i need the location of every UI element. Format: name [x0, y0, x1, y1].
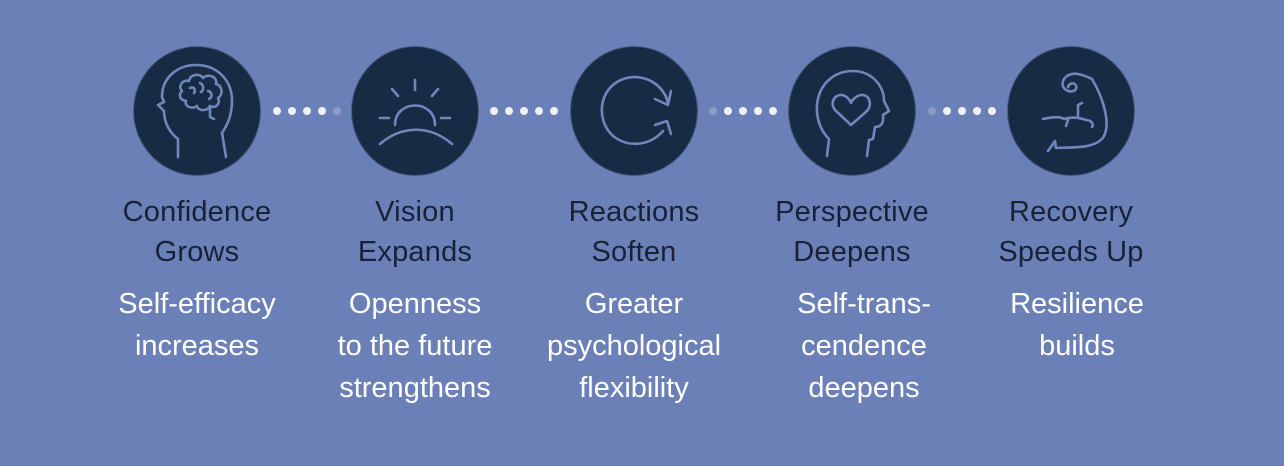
- connector-dot: [535, 107, 543, 115]
- step-description: Self-efficacy increases: [87, 283, 307, 367]
- icon-circle: [789, 47, 915, 175]
- step-title-line: Expands: [357, 236, 473, 268]
- step-description-line: Greater: [584, 288, 684, 320]
- connector-dot: [943, 107, 951, 115]
- icon-circle: [571, 47, 697, 175]
- connector-dot: [333, 107, 341, 115]
- icon-circle: [134, 47, 260, 175]
- step-title: Reactions Soften: [524, 192, 744, 272]
- step-description-line: Self-trans-: [797, 288, 931, 320]
- icon-circle: [1008, 47, 1134, 175]
- step-description: Openness to the future strengthens: [305, 283, 525, 409]
- step-description-line: builds: [1039, 330, 1115, 362]
- step-description-line: flexibility: [579, 372, 689, 404]
- connector-dot: [709, 107, 717, 115]
- sunrise-icon: [378, 78, 454, 146]
- step-description-line: psychological: [546, 330, 722, 362]
- connector-dot: [273, 107, 281, 115]
- step-description-line: cendence: [801, 330, 927, 362]
- step-title: Confidence Grows: [87, 192, 307, 272]
- step-description-line: Resilience: [1010, 288, 1144, 320]
- connector-dot: [318, 107, 326, 115]
- icon-circle: [352, 47, 478, 175]
- step-title-line: Soften: [591, 236, 677, 268]
- connector-dot: [490, 107, 498, 115]
- connector-dot: [988, 107, 996, 115]
- connector-dot: [973, 107, 981, 115]
- connector-dot: [303, 107, 311, 115]
- step-description-line: strengthens: [339, 372, 491, 404]
- connector-dots: [928, 107, 996, 115]
- step-title-line: Speeds Up: [998, 236, 1144, 268]
- connector-dot: [739, 107, 747, 115]
- step-description-line: Self-efficacy: [118, 288, 276, 320]
- step-title-line: Vision: [375, 196, 455, 228]
- step-title: Vision Expands: [305, 192, 525, 272]
- step-title-line: Deepens: [793, 236, 911, 268]
- head-brain-icon: [156, 63, 234, 159]
- connector-dot: [724, 107, 732, 115]
- step-title-line: Confidence: [122, 196, 272, 228]
- connector-dot: [769, 107, 777, 115]
- connector-dot: [958, 107, 966, 115]
- connector-dot: [754, 107, 762, 115]
- step-description-line: increases: [134, 330, 260, 362]
- step-title-line: Grows: [154, 236, 240, 268]
- flexed-bicep-icon: [1041, 72, 1108, 153]
- step-description-line: deepens: [808, 372, 920, 404]
- step-description-line: to the future: [337, 330, 493, 362]
- step-title: Recovery Speeds Up: [961, 192, 1181, 272]
- connector-dot: [288, 107, 296, 115]
- connector-dots: [273, 107, 341, 115]
- connector-dot: [550, 107, 558, 115]
- step-title-line: Recovery: [1008, 196, 1134, 228]
- step-title-line: Perspective: [775, 196, 929, 228]
- connector-dot: [928, 107, 936, 115]
- step-description: Self-trans- cendence deepens: [754, 283, 974, 409]
- head-heart-icon: [815, 69, 891, 158]
- step-title-line: Reactions: [568, 196, 700, 228]
- connector-dots: [490, 107, 558, 115]
- step-description-line: Openness: [348, 288, 482, 320]
- step-description: Resilience builds: [967, 283, 1187, 367]
- step-title: Perspective Deepens: [742, 192, 962, 272]
- connector-dots: [709, 107, 777, 115]
- connector-dot: [505, 107, 513, 115]
- refresh-cycle-icon: [600, 75, 673, 146]
- step-description: Greater psychological flexibility: [524, 283, 744, 409]
- connector-dot: [520, 107, 528, 115]
